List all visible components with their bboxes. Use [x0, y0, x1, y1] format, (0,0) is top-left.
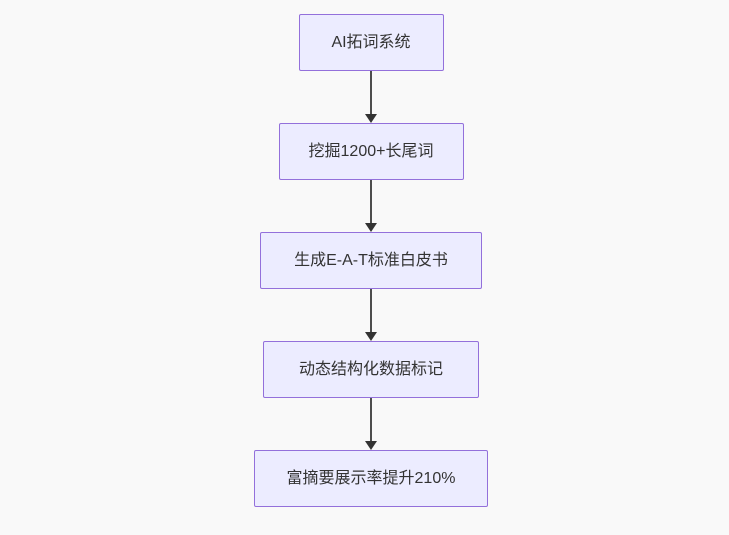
flow-node-ai-word-expansion-system: AI拓词系统 — [298, 14, 444, 71]
flow-node-label: 富摘要展示率提升210% — [286, 469, 456, 487]
flow-arrow-down-2 — [365, 180, 377, 232]
flow-node-label: 挖掘1200+长尾词 — [308, 142, 434, 160]
flow-arrow-down-3 — [365, 289, 377, 341]
flow-node-mine-longtail-keywords: 挖掘1200+长尾词 — [278, 123, 464, 180]
flow-node-label: AI拓词系统 — [331, 33, 411, 51]
arrowhead-down-icon — [365, 114, 377, 123]
arrowhead-down-icon — [365, 441, 377, 450]
flowchart: AI拓词系统 挖掘1200+长尾词 生成E-A-T标准白皮书 动态结构化数据标记 — [254, 14, 488, 507]
flow-node-dynamic-structured-data-markup: 动态结构化数据标记 — [263, 341, 479, 398]
flow-node-label: 动态结构化数据标记 — [298, 360, 443, 378]
flow-arrow-down-4 — [365, 398, 377, 450]
arrow-line — [370, 71, 372, 114]
arrowhead-down-icon — [365, 332, 377, 341]
flow-arrow-down-1 — [365, 71, 377, 123]
arrow-line — [370, 180, 372, 223]
flow-node-label: 生成E-A-T标准白皮书 — [294, 251, 448, 269]
arrow-line — [370, 289, 372, 332]
arrow-line — [370, 398, 372, 441]
flow-node-generate-eat-whitepaper: 生成E-A-T标准白皮书 — [260, 232, 482, 289]
flow-node-rich-snippet-rate-increase: 富摘要展示率提升210% — [254, 450, 488, 507]
arrowhead-down-icon — [365, 223, 377, 232]
